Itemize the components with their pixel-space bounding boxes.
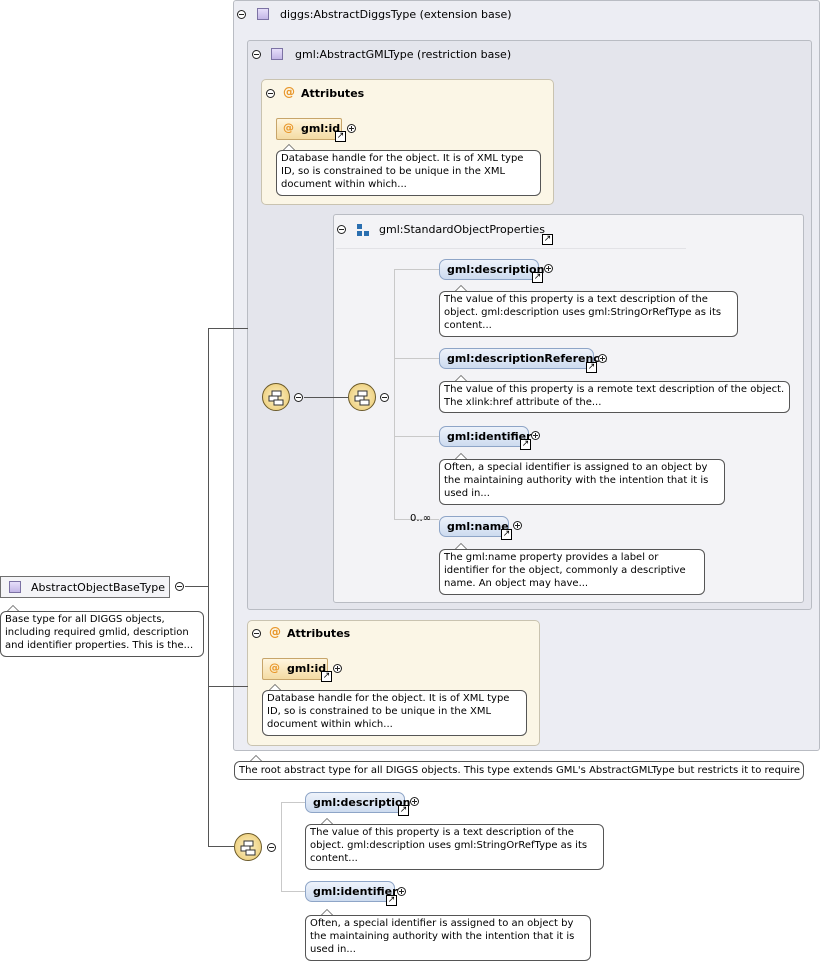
reference-arrow-icon[interactable]: ↗ (386, 895, 397, 906)
sequence-icon-restriction[interactable] (234, 833, 262, 861)
connector (304, 397, 348, 398)
element-gml-identifier-doc: Often, a special identifier is assigned … (439, 459, 725, 505)
element-expand-icon[interactable] (531, 431, 540, 440)
doc-pointer (455, 285, 467, 291)
element-gml-name[interactable]: gml:name (439, 516, 509, 537)
sequence-icon-group[interactable] (348, 383, 376, 411)
doc-pointer (7, 605, 19, 611)
group-icon (357, 224, 369, 236)
element-gml-description[interactable]: gml:description (439, 259, 544, 280)
connector (185, 586, 209, 587)
element-gml-identifier[interactable]: gml:identifier (439, 426, 532, 447)
doc-pointer (455, 375, 467, 381)
restriction-element-gml-identifier-doc: Often, a special identifier is assigned … (305, 915, 591, 961)
connector (394, 519, 439, 520)
outer-collapse-icon[interactable] (237, 10, 246, 19)
reference-arrow-icon[interactable]: ↗ (398, 805, 409, 816)
element-gml-description-doc: The value of this property is a text des… (439, 291, 738, 337)
attr-gml-id-top[interactable]: @ gml:id (276, 118, 342, 140)
element-expand-icon[interactable] (397, 887, 406, 896)
attributes-top-collapse-icon[interactable] (266, 89, 275, 98)
attributes-top-label: Attributes (301, 87, 365, 100)
sequence-restriction-collapse-icon[interactable] (267, 843, 276, 852)
root-complex-type-icon (9, 581, 21, 593)
element-expand-icon[interactable] (544, 264, 553, 273)
connector (208, 686, 248, 687)
attr-bottom-expand-icon[interactable] (333, 664, 342, 673)
doc-pointer (283, 144, 295, 150)
root-type-box[interactable] (0, 576, 170, 598)
attributes-bottom-label: Attributes (287, 627, 351, 640)
restriction-tree-vertical (281, 802, 282, 892)
doc-pointer (321, 909, 333, 915)
root-collapse-icon[interactable] (175, 582, 184, 591)
reference-arrow-icon[interactable]: ↗ (532, 272, 543, 283)
attributes-bottom-at-icon: @ (269, 625, 281, 639)
reference-arrow-icon[interactable]: ↗ (321, 671, 332, 682)
reference-arrow-icon[interactable]: ↗ (520, 439, 531, 450)
connector (394, 269, 439, 270)
connector (394, 436, 439, 437)
attributes-top-at-icon: @ (283, 85, 295, 99)
inner-collapse-icon[interactable] (252, 50, 261, 59)
restriction-element-gml-identifier[interactable]: gml:identifier (305, 881, 398, 902)
element-gml-description-reference-doc: The value of this property is a remote t… (439, 381, 790, 413)
doc-pointer (269, 684, 281, 690)
outer-header: diggs:AbstractDiggsType (extension base) (280, 8, 512, 21)
attr-gml-id-bottom[interactable]: @ gml:id (262, 658, 328, 680)
connector (208, 328, 248, 329)
reference-arrow-icon[interactable]: ↗ (335, 131, 346, 142)
group-header: gml:StandardObjectProperties (379, 223, 545, 236)
element-gml-description-reference-label: gml:descriptionReference (447, 352, 608, 365)
element-expand-icon[interactable] (513, 521, 522, 530)
element-gml-description-reference[interactable]: gml:descriptionReference (439, 348, 607, 369)
outer-complex-type-icon (257, 8, 269, 20)
group-collapse-icon[interactable] (337, 225, 346, 234)
connector (208, 846, 234, 847)
attr-gml-id-bottom-doc: Database handle for the object. It is of… (262, 690, 527, 736)
sequence-inner-collapse-icon[interactable] (294, 393, 303, 402)
attr-gml-id-top-label: gml:id (301, 122, 341, 135)
root-type-name: AbstractObjectBaseType (31, 581, 166, 594)
doc-pointer (455, 543, 467, 549)
doc-pointer (321, 818, 333, 824)
attr-gml-id-top-doc: Database handle for the object. It is of… (276, 150, 541, 196)
attr-at-icon: @ (269, 661, 280, 674)
doc-pointer (455, 453, 467, 459)
connector (208, 328, 209, 846)
sequence-group-collapse-icon[interactable] (380, 393, 389, 402)
attr-top-expand-icon[interactable] (347, 124, 356, 133)
restriction-element-gml-identifier-label: gml:identifier (313, 885, 398, 898)
root-type-doc: Base type for all DIGGS objects, includi… (0, 611, 204, 657)
attributes-bottom-collapse-icon[interactable] (252, 629, 261, 638)
outer-type-doc: The root abstract type for all DIGGS obj… (234, 761, 804, 780)
element-gml-name-label: gml:name (447, 520, 509, 533)
restriction-element-gml-description-label: gml:description (313, 796, 411, 809)
element-gml-identifier-label: gml:identifier (447, 430, 532, 443)
connector (394, 358, 439, 359)
element-gml-name-doc: The gml:name property provides a label o… (439, 549, 705, 595)
element-expand-icon[interactable] (410, 797, 419, 806)
group-occurrence: 0..∞ (410, 513, 432, 524)
element-expand-icon[interactable] (598, 354, 607, 363)
group-reference-arrow-icon[interactable]: ↗ (542, 234, 553, 245)
inner-complex-type-icon (271, 48, 283, 60)
reference-arrow-icon[interactable]: ↗ (586, 362, 597, 373)
connector (281, 891, 305, 892)
element-gml-description-label: gml:description (447, 263, 545, 276)
group-header-separator (336, 248, 686, 249)
group-tree-vertical (394, 269, 395, 519)
reference-arrow-icon[interactable]: ↗ (501, 529, 512, 540)
doc-pointer (250, 755, 262, 761)
restriction-element-gml-description[interactable]: gml:description (305, 792, 410, 813)
sequence-icon-inner[interactable] (262, 383, 290, 411)
attr-gml-id-bottom-label: gml:id (287, 662, 327, 675)
inner-header: gml:AbstractGMLType (restriction base) (295, 48, 512, 61)
connector (281, 802, 305, 803)
restriction-element-gml-description-doc: The value of this property is a text des… (305, 824, 604, 870)
attr-at-icon: @ (283, 121, 294, 134)
